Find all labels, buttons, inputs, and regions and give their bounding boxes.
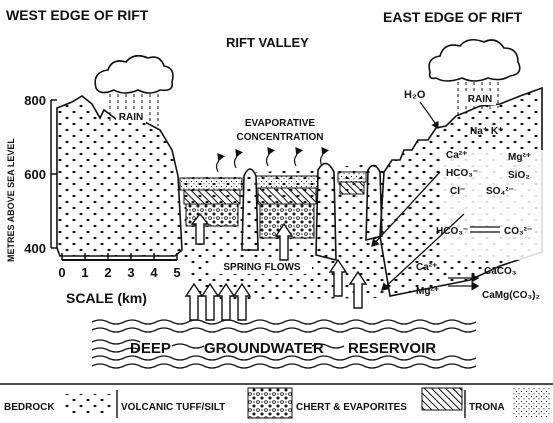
legend: BEDROCK VOLCANIC TUFF/SILT CHERT & EVAPO…	[0, 383, 553, 419]
ion-sio2: SiO₂	[508, 170, 530, 181]
equilibrium-arrow	[470, 226, 500, 233]
scale-tick: 1	[81, 265, 88, 280]
legend-swatch-chert	[421, 387, 463, 411]
horst-blocks	[241, 162, 383, 262]
basin-left	[179, 177, 243, 227]
scale-tick: 5	[173, 265, 180, 280]
reservoir-word-groundwater: GROUNDWATER	[204, 340, 324, 357]
reaction-caco3: CaCO₃	[484, 266, 517, 277]
reaction-ca: Ca²⁺	[416, 262, 437, 273]
concentration-label: CONCENTRATION	[236, 132, 323, 143]
reaction-camgco3: CaMg(CO₃)₂	[482, 290, 540, 301]
runoff-arrow	[419, 101, 439, 130]
spring-flow-arrows	[184, 212, 368, 321]
legend-label-tuff: VOLCANIC TUFF/SILT	[121, 402, 225, 413]
evaporation-arrows	[215, 147, 329, 173]
west-edge-title: WEST EDGE OF RIFT	[6, 7, 149, 23]
legend-swatch-bedrock	[62, 394, 114, 416]
reaction-co3: CO₃²⁻	[504, 226, 532, 237]
evaporative-label: EVAPORATIVE	[245, 118, 316, 129]
ion-cl: Cl⁻	[450, 186, 465, 197]
groundwater-flow-arrow	[371, 171, 441, 247]
east-edge-title: EAST EDGE OF RIFT	[383, 9, 523, 25]
ion-hco3: HCO₃⁻	[446, 168, 478, 179]
reservoir-word-reservoir: RESERVOIR	[348, 340, 436, 357]
ion-so4: SO₄²⁻	[486, 186, 514, 197]
legend-label-chert: CHERT & EVAPORITES	[296, 402, 407, 413]
scale-tick: 4	[150, 265, 158, 280]
scale-tick: 3	[127, 265, 134, 280]
reaction-labels: HCO₃⁻ CO₃²⁻ Ca²⁺ Mg²⁺ CaCO₃ CaMg(CO₃)₂	[416, 226, 540, 301]
groundwater-flow-arrow	[381, 213, 465, 291]
rift-valley-title: RIFT VALLEY	[226, 35, 309, 50]
axis-tick-400: 400	[24, 241, 46, 256]
scale-tick: 2	[104, 265, 111, 280]
legend-label-trona: TRONA	[469, 402, 505, 413]
ion-ca: Ca²⁺	[446, 150, 467, 161]
basin-east-small	[337, 171, 367, 195]
legend-swatch-tuff	[247, 387, 293, 419]
legend-swatch-trona	[512, 388, 550, 418]
ion-labels: Na⁺ K⁺ Ca²⁺ Mg²⁺ HCO₃⁻ SiO₂ Cl⁻ SO₄²⁻	[446, 126, 531, 197]
rain-cloud-west: RAIN	[94, 54, 174, 126]
reaction-hco3: HCO₃⁻	[436, 226, 468, 237]
ion-mg: Mg²⁺	[508, 152, 531, 163]
axis-label: METRES ABOVE SEA LEVEL	[6, 138, 16, 262]
spring-flows-label: SPRING FLOWS	[223, 262, 301, 273]
elevation-axis: METRES ABOVE SEA LEVEL 800 600 400	[6, 93, 57, 262]
scale-tick: 0	[58, 265, 65, 280]
axis-tick-600: 600	[24, 167, 46, 182]
basin-right	[255, 175, 319, 239]
h2o-label: H₂O	[404, 89, 426, 101]
rain-label-west: RAIN	[119, 112, 143, 123]
scale-label: SCALE (km)	[66, 290, 147, 306]
axis-tick-800: 800	[24, 93, 46, 108]
ion-na-k: Na⁺ K⁺	[470, 126, 503, 137]
groundwater-reservoir: DEEP GROUNDWATER RESERVOIR	[91, 319, 477, 369]
reaction-mg: Mg²⁺	[416, 286, 439, 297]
reservoir-word-deep: DEEP	[130, 340, 171, 357]
scale-bar: 0 1 2 3 4 5 SCALE (km)	[58, 253, 181, 306]
rain-label-east: RAIN	[468, 94, 492, 105]
ion-label-backdrop	[440, 150, 550, 260]
rain-cloud-east: RAIN	[428, 38, 521, 116]
legend-label-bedrock: BEDROCK	[4, 402, 55, 413]
spring-label-backdrop	[212, 258, 312, 274]
